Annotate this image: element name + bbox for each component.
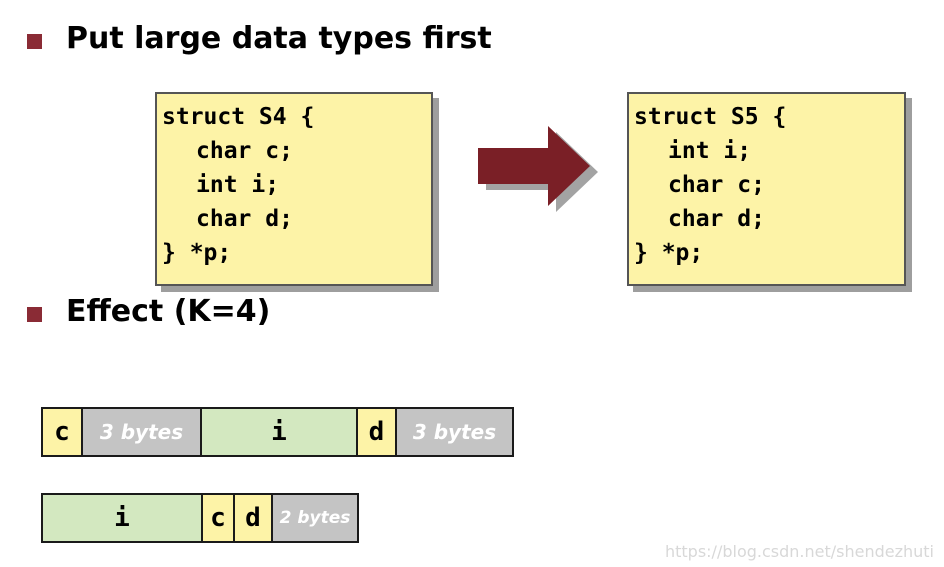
field-cell-c: c (203, 495, 235, 541)
code-line: } *p; (634, 240, 704, 266)
code-line: char c; (668, 172, 765, 198)
memory-layout-s4: c 3 bytes i d 3 bytes (41, 407, 514, 457)
code-line: int i; (668, 138, 752, 164)
struct-s5-code: struct S5 { int i; char c; char d; } *p; (627, 92, 906, 286)
heading-effect: Effect (K=4) (66, 294, 271, 329)
field-label: i (271, 417, 287, 447)
bullet-marker (27, 34, 42, 49)
field-label: d (368, 417, 385, 447)
field-cell-i: i (202, 409, 358, 455)
padding-label: 3 bytes (412, 420, 497, 444)
memory-layout-s5: i c d 2 bytes (41, 493, 359, 543)
field-label: i (114, 503, 130, 533)
padding-cell: 3 bytes (397, 409, 512, 455)
code-line: struct S5 { (634, 104, 787, 130)
padding-cell: 3 bytes (83, 409, 202, 455)
watermark: https://blog.csdn.net/shendezhuti (664, 542, 934, 561)
code-line: struct S4 { (162, 104, 315, 130)
field-cell-c: c (43, 409, 83, 455)
bullet-marker (27, 307, 42, 322)
field-label: d (245, 503, 261, 533)
struct-s4-code: struct S4 { char c; int i; char d; } *p; (155, 92, 433, 286)
code-line: char d; (196, 206, 293, 232)
padding-cell: 2 bytes (273, 495, 357, 541)
code-line: int i; (196, 172, 280, 198)
padding-label: 2 bytes (279, 508, 351, 528)
code-line: char c; (196, 138, 293, 164)
right-arrow-icon (478, 126, 598, 212)
padding-label: 3 bytes (99, 420, 184, 444)
field-cell-d: d (235, 495, 273, 541)
field-cell-i: i (43, 495, 203, 541)
code-line: } *p; (162, 240, 232, 266)
field-label: c (210, 503, 226, 533)
heading-put-large-first: Put large data types first (66, 21, 492, 56)
code-line: char d; (668, 206, 765, 232)
field-label: c (54, 417, 70, 447)
field-cell-d: d (358, 409, 397, 455)
